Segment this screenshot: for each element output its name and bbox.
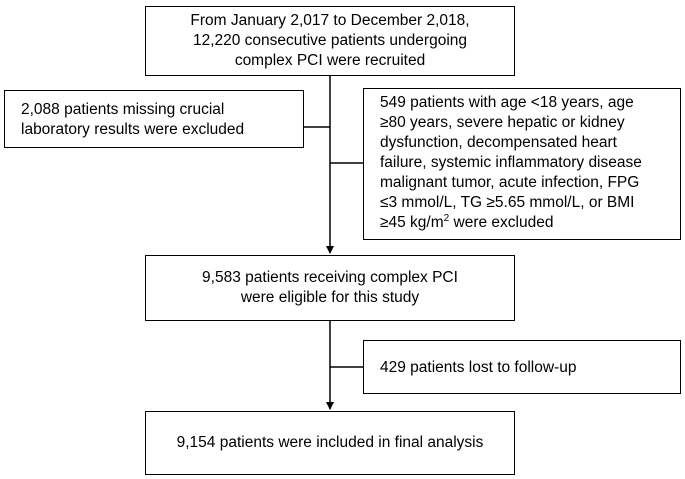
- excluded-missing-line-1: 2,088 patients missing crucial: [21, 101, 225, 118]
- bmi-prefix: ≥45 kg/m: [380, 214, 444, 231]
- excluded-criteria-line-1: 549 patients with age <18 years, age: [380, 94, 634, 111]
- excluded-criteria-line-2: ≥80 years, severe hepatic or kidney: [380, 114, 625, 131]
- eligible-box: 9,583 patients receiving complex PCI wer…: [145, 255, 515, 321]
- final-box: 9,154 patients were included in final an…: [145, 411, 515, 475]
- recruited-line-1: From January 2,017 to December 2,018,: [190, 12, 470, 29]
- bmi-suffix: were excluded: [449, 214, 554, 231]
- excluded-criteria-line-6: ≤3 mmol/L, TG ≥5.65 mmol/L, or BMI: [380, 194, 635, 211]
- excluded-missing-line-2: laboratory results were excluded: [21, 121, 245, 138]
- excluded-criteria-line-7: ≥45 kg/m2 were excluded: [380, 213, 680, 233]
- recruited-line-2: 12,220 consecutive patients undergoing: [192, 32, 468, 49]
- final-text: 9,154 patients were included in final an…: [176, 434, 484, 451]
- eligible-line-1: 9,583 patients receiving complex PCI: [202, 269, 458, 286]
- excluded-criteria-box: 549 patients with age <18 years, age ≥80…: [363, 88, 681, 240]
- excluded-missing-box: 2,088 patients missing crucial laborator…: [4, 90, 304, 148]
- excluded-criteria-line-3: dysfunction, decompensated heart: [380, 134, 617, 151]
- lost-followup-box: 429 patients lost to follow-up: [363, 340, 681, 394]
- lost-followup-text: 429 patients lost to follow-up: [380, 359, 577, 376]
- excluded-criteria-line-5: malignant tumor, acute infection, FPG: [380, 174, 640, 191]
- excluded-criteria-line-4: failure, systemic inflammatory disease: [380, 154, 642, 171]
- bmi-superscript: 2: [443, 212, 450, 224]
- eligible-line-2: were eligible for this study: [240, 289, 420, 306]
- recruited-box: From January 2,017 to December 2,018, 12…: [145, 6, 515, 76]
- recruited-line-3: complex PCI were recruited: [234, 52, 426, 69]
